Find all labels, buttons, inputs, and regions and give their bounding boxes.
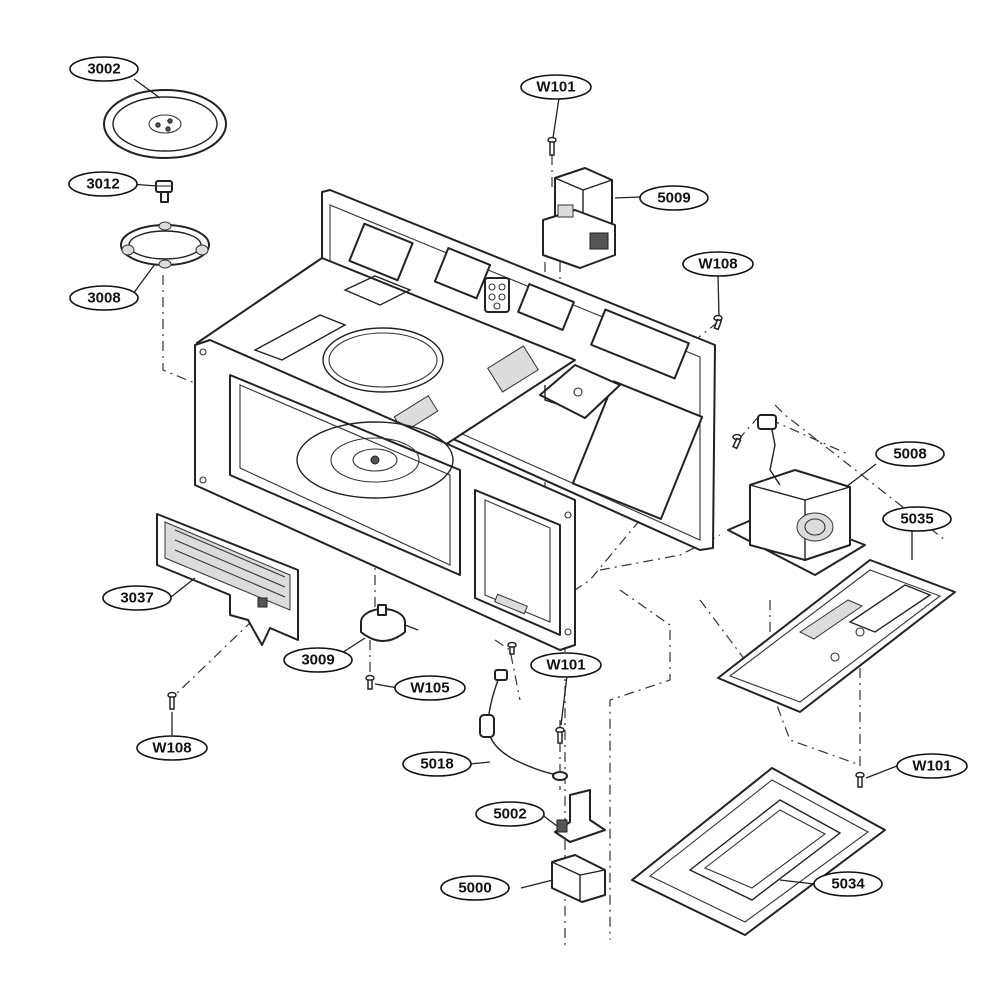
base-plate-part [717, 559, 956, 713]
callout-5008: 5008 [875, 441, 945, 467]
callout-5008-label: 5008 [893, 446, 926, 463]
callout-5018-label: 5018 [420, 756, 453, 773]
callout-5002: 5002 [475, 801, 545, 827]
bracket-part [554, 789, 606, 843]
callout-w101-right-label: W101 [912, 758, 951, 775]
callout-3002-label: 3002 [87, 61, 120, 78]
callout-5009: 5009 [639, 185, 709, 211]
callout-w101-top: W101 [520, 74, 592, 100]
callout-5034: 5034 [813, 871, 883, 897]
callout-3009-label: 3009 [301, 652, 334, 669]
callout-3012-label: 3012 [86, 176, 119, 193]
coupler-part [155, 180, 173, 203]
callout-5000-label: 5000 [458, 880, 491, 897]
screw-w105 [365, 674, 375, 690]
callout-3008: 3008 [69, 285, 139, 311]
vent-grille-part [156, 513, 299, 646]
callout-5034-label: 5034 [831, 876, 865, 893]
cavity-top-panel [196, 257, 621, 446]
roller-ring-part [120, 221, 210, 269]
wire-harness-part [479, 669, 568, 781]
callout-5035: 5035 [882, 506, 952, 532]
callout-w108-bottom: W108 [136, 735, 208, 761]
callout-5009-label: 5009 [657, 190, 690, 207]
callout-w101-mid-label: W101 [546, 657, 585, 674]
callout-w101-top-label: W101 [536, 79, 575, 96]
cavity-front-frame [194, 339, 576, 651]
switch-part [551, 854, 606, 903]
screw-w101-right [855, 771, 865, 788]
callout-w108-top-label: W108 [698, 256, 737, 273]
callout-3008-label: 3008 [87, 290, 120, 307]
callout-5018: 5018 [402, 751, 472, 777]
cover-plate-part [631, 767, 886, 936]
callout-w101-right: W101 [896, 753, 968, 779]
glass-tray-part [103, 89, 227, 159]
callout-3002: 3002 [69, 56, 139, 82]
turntable-motor-part [360, 604, 419, 642]
screw-w101-top [547, 136, 557, 156]
callout-5002-label: 5002 [493, 806, 526, 823]
callout-w105: W105 [394, 675, 466, 701]
screw-w108-bottom [167, 691, 177, 710]
screw-w101-mid [555, 726, 565, 744]
transformer-part [727, 414, 866, 576]
callout-w101-mid: W101 [530, 652, 602, 678]
callout-3037-label: 3037 [120, 590, 153, 607]
magnetron-part [542, 167, 641, 269]
callout-w108-bottom-label: W108 [152, 740, 191, 757]
callout-5035-label: 5035 [900, 511, 933, 528]
callout-w105-label: W105 [410, 680, 449, 697]
callout-3009: 3009 [283, 647, 353, 673]
screw-extra [507, 433, 742, 655]
callout-w108-top: W108 [682, 251, 754, 277]
callout-3012: 3012 [68, 171, 138, 197]
callout-5000: 5000 [440, 875, 510, 901]
screw-w108-top [713, 314, 723, 331]
callout-3037: 3037 [102, 585, 172, 611]
